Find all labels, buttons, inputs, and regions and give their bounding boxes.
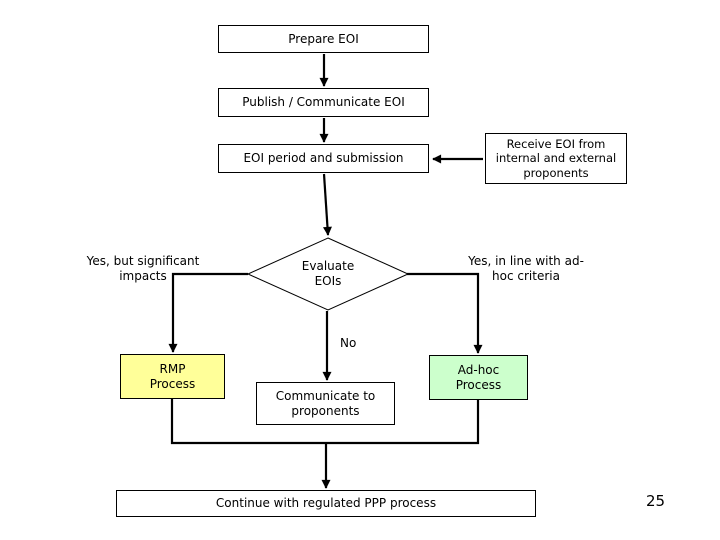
node-adhoc-process: Ad-hoc Process <box>429 355 528 400</box>
node-prepare-eoi: Prepare EOI <box>218 25 429 53</box>
node-communicate-to-proponents: Communicate to proponents <box>256 382 395 425</box>
node-eoi-period-submission: EOI period and submission <box>218 144 429 173</box>
node-receive-eoi: Receive EOI from internal and external p… <box>485 133 627 184</box>
node-continue-regulated-ppp: Continue with regulated PPP process <box>116 490 536 517</box>
node-rmp-process-label: RMP Process <box>149 361 196 391</box>
node-prepare-eoi-label: Prepare EOI <box>288 31 359 46</box>
edge-label-yes-significant-impacts: Yes, but significant impacts <box>86 254 200 283</box>
page-number: 25 <box>646 492 666 510</box>
evaluate-decision-diamond <box>246 237 410 311</box>
node-communicate-to-proponents-label: Communicate to proponents <box>275 388 376 418</box>
node-eoi-period-submission-label: EOI period and submission <box>243 151 404 165</box>
arrow-evaluate-to-adhoc <box>407 272 483 354</box>
node-continue-regulated-ppp-label: Continue with regulated PPP process <box>215 496 437 510</box>
node-publish-communicate-eoi-label: Publish / Communicate EOI <box>242 95 405 109</box>
edge-label-no: No <box>340 336 357 350</box>
node-evaluate-eois-label: Evaluate EOIs <box>301 259 355 288</box>
node-rmp-process: RMP Process <box>120 354 225 399</box>
node-adhoc-process-label: Ad-hoc Process <box>455 362 502 392</box>
node-publish-communicate-eoi: Publish / Communicate EOI <box>218 88 429 117</box>
arrow-evaluate-to-rmp <box>168 272 248 353</box>
edge-label-yes-adhoc-criteria: Yes, in line with ad- hoc criteria <box>468 254 584 283</box>
arrow-eoi-period-to-evaluate <box>322 173 332 236</box>
node-receive-eoi-label: Receive EOI from internal and external p… <box>495 136 617 180</box>
